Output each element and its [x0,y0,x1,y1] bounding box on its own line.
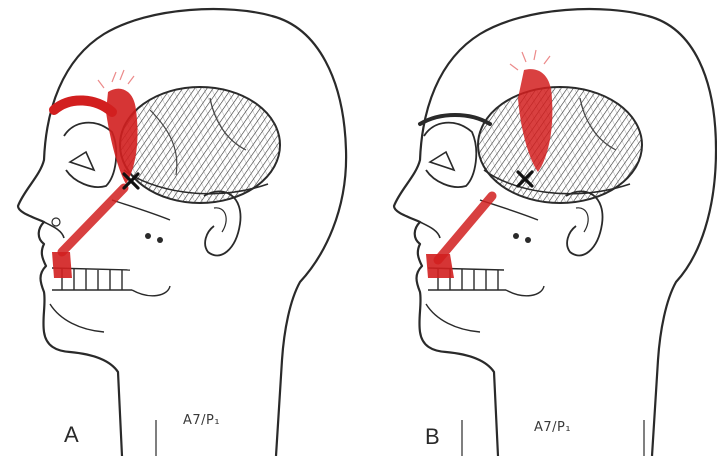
panel-b [394,9,716,456]
head-outline [18,9,346,456]
pain-zone-band [62,188,124,252]
panel-a [18,9,346,456]
pain-zone-band [438,196,492,260]
panel-b-code: A7/P₁ [534,420,571,435]
panel-b-label: B [425,424,440,450]
pain-zone-forehead [54,100,112,112]
pain-zone-teeth [426,254,454,278]
panel-a-code: A7/P₁ [183,413,220,428]
head-outline [394,9,716,456]
panel-a-label: A [64,422,79,448]
eye-orbit [424,123,476,187]
eye-orbit [64,123,116,187]
pain-zone-teeth [52,252,72,278]
